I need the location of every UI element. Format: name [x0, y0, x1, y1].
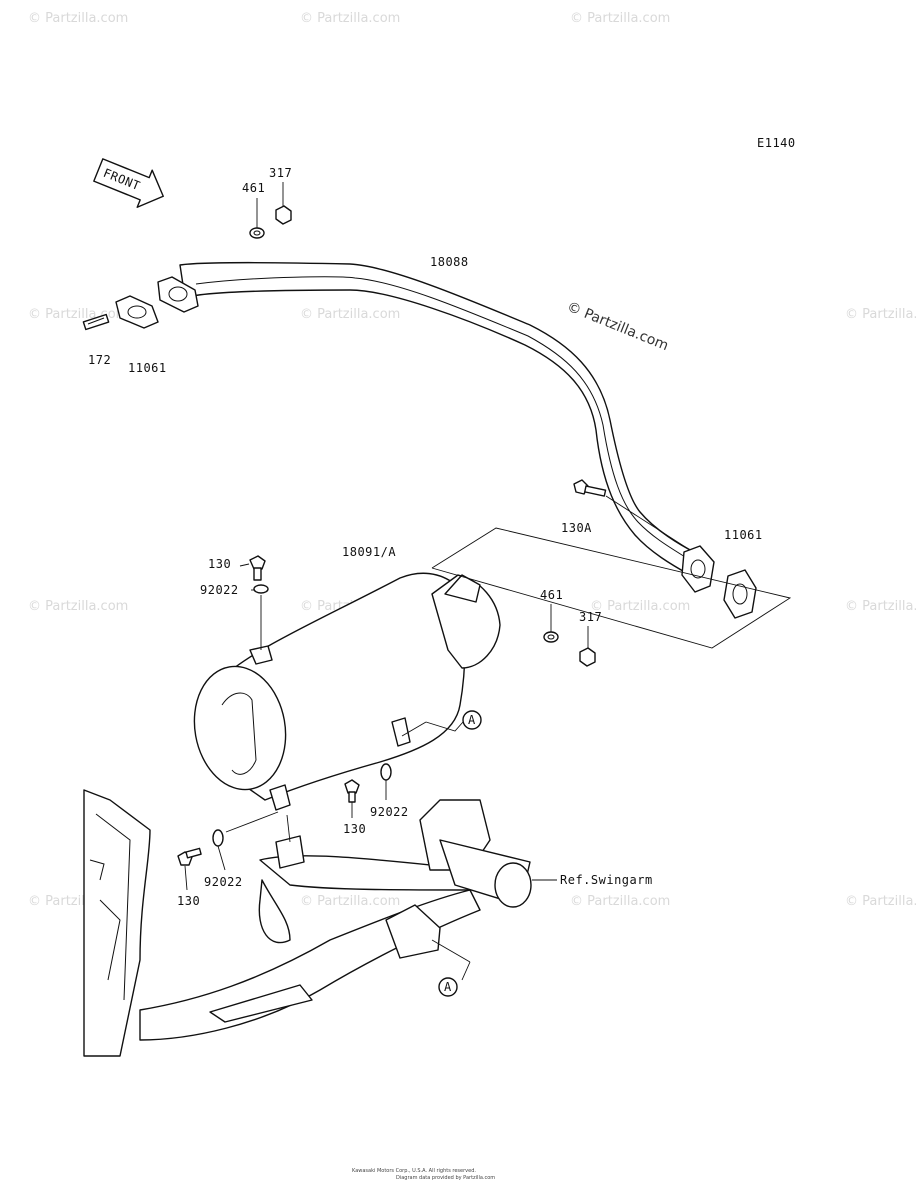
callout-461-top: 461 [242, 181, 265, 195]
gasket-left [115, 295, 159, 329]
callout-11061-right: 11061 [724, 528, 763, 542]
ref-A-upper-label: A [468, 713, 476, 727]
ref-A-lower: A [431, 939, 471, 997]
footer-line-2: Diagram data provided by Partzilla.com [396, 1175, 495, 1181]
washer-92022-low [212, 811, 279, 871]
frame-and-swingarm [83, 789, 532, 1057]
watermark: © Partzilla.com [28, 307, 128, 322]
watermark: © Partzilla.com [845, 894, 916, 909]
gasket-right [723, 569, 757, 619]
watermark: © Partzilla.com [845, 307, 916, 322]
watermark: © Partzilla.com [570, 11, 670, 26]
ref-A-lower-label: A [444, 980, 452, 994]
callout-92022-low: 92022 [204, 875, 243, 889]
washer-top [249, 198, 265, 239]
callout-461-right: 461 [540, 588, 563, 602]
diagram-code: E1140 [757, 136, 796, 150]
ref-A-upper: A [401, 710, 482, 737]
exhaust-pipe [157, 261, 715, 593]
watermark: © Partzilla.com [300, 894, 400, 909]
callout-ref-swingarm: Ref.Swingarm [560, 873, 653, 887]
watermark: © Partzilla.com [845, 599, 916, 614]
front-arrow-icon: FRONT [93, 158, 164, 208]
callout-92022-mid: 92022 [370, 805, 409, 819]
callout-labels: 317 461 18088 172 11061 130A 11061 18091… [88, 166, 763, 908]
callout-130-mid: 130 [343, 822, 366, 836]
callout-172: 172 [88, 353, 111, 367]
watermark: © Partzilla.com [28, 599, 128, 614]
watermark: © Partzilla.com [570, 894, 670, 909]
muffler [193, 572, 501, 811]
callout-92022-top: 92022 [200, 583, 239, 597]
bolt-130A [573, 479, 691, 551]
bolt-130-mid [344, 779, 360, 818]
callout-18088: 18088 [430, 255, 469, 269]
watermark-center: © Partzilla.com [565, 299, 671, 354]
nut-right [579, 626, 596, 667]
footer-line-1: Kawasaki Motors Corp., U.S.A. All rights… [352, 1168, 476, 1174]
watermark: © Partzilla.com [590, 599, 690, 614]
nut-top [275, 182, 292, 225]
stud-bolt [82, 313, 110, 331]
washer-92022-mid [380, 763, 392, 800]
watermark: © Partzilla.com [300, 11, 400, 26]
watermark: © Partzilla.com [28, 11, 128, 26]
washer-right [543, 604, 559, 643]
callout-130A: 130A [561, 521, 592, 535]
callout-130-top: 130 [208, 557, 231, 571]
callout-18091A: 18091/A [342, 545, 396, 559]
bolt-130-low [177, 847, 202, 891]
bolt-130-top [239, 555, 266, 581]
callout-317-top: 317 [269, 166, 292, 180]
callout-317-right: 317 [579, 610, 602, 624]
washer-92022-top [251, 584, 269, 650]
callout-130-low: 130 [177, 894, 200, 908]
callout-11061-left: 11061 [128, 361, 167, 375]
watermark: © Partzilla.com [300, 307, 400, 322]
